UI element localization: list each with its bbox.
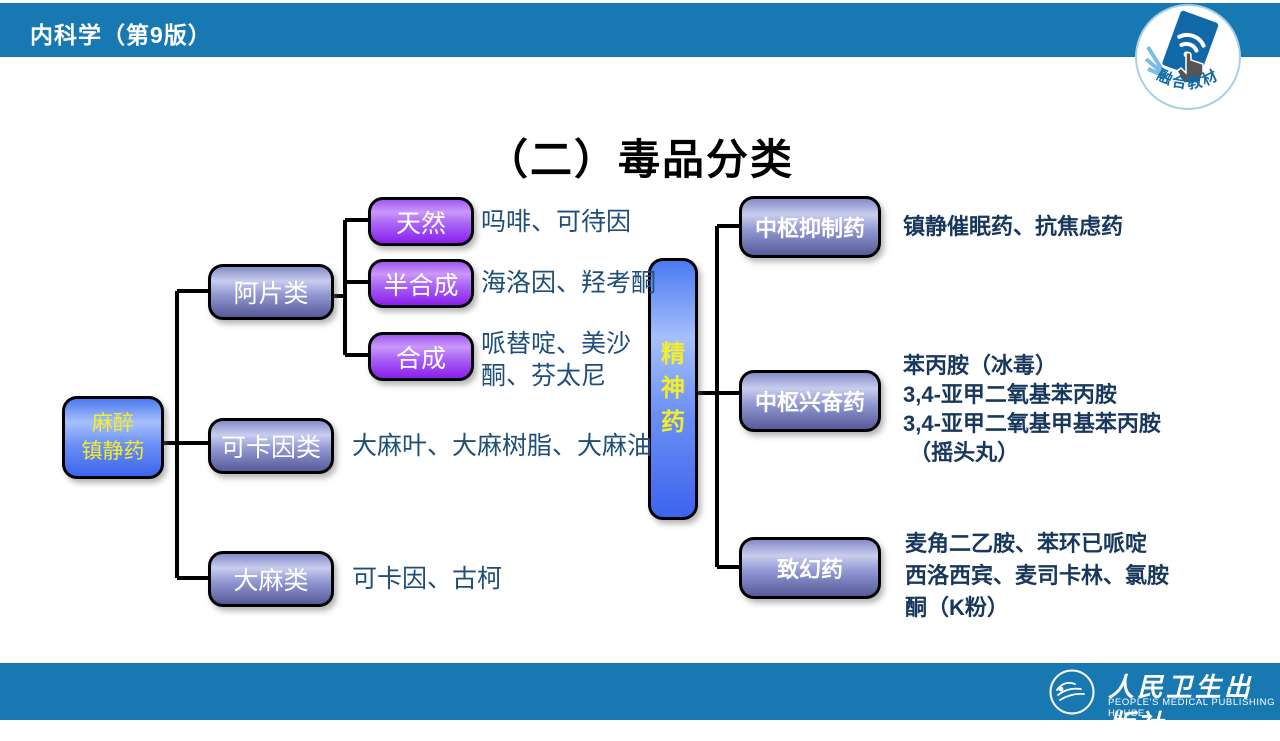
node-synthetic: 合成: [368, 332, 474, 381]
fusion-logo: 融合教材: [1134, 3, 1242, 118]
publisher-logo-icon: [1048, 668, 1096, 721]
examples-hallucinogen: 麦角二乙胺、苯环已哌啶 西洛西宾、麦司卡林、氯胺 酮（K粉）: [905, 531, 1170, 620]
fan-icon: [1144, 45, 1168, 79]
node-cns-depressant-label: 中枢抑制药: [754, 216, 865, 241]
examples-cannabis: 可卡因、古柯: [352, 565, 503, 593]
node-cns-stimulant: 中枢兴奋药: [739, 370, 881, 432]
node-cns-depressant: 中枢抑制药: [739, 196, 881, 258]
footer-bar: [0, 663, 1280, 720]
node-cannabis-label: 大麻类: [233, 567, 309, 595]
node-psychotropic: 精 神 药: [648, 258, 698, 520]
node-natural-label: 天然: [395, 209, 446, 238]
examples-cocaine: 大麻叶、大麻树脂、大麻油: [352, 432, 653, 460]
node-cannabis: 大麻类: [208, 551, 334, 607]
node-cns-stimulant-label: 中枢兴奋药: [754, 390, 865, 415]
hand-cursor-icon: [1176, 51, 1204, 84]
page-title: （二）毒品分类: [485, 136, 794, 183]
node-semisynthetic-label: 半合成: [383, 271, 459, 300]
book-title: 内科学（第9版）: [30, 22, 212, 48]
fusion-logo-svg: 融合教材: [1135, 4, 1241, 110]
header-bar: [0, 3, 1280, 57]
node-anesthetic-sedative-label: 麻醉 镇静药: [81, 412, 145, 463]
node-hallucinogen-label: 致幻药: [776, 557, 843, 582]
node-opioid-label: 阿片类: [233, 280, 309, 308]
node-hallucinogen: 致幻药: [739, 537, 881, 599]
node-opioid: 阿片类: [208, 264, 334, 320]
node-semisynthetic: 半合成: [368, 259, 474, 308]
examples-depressant: 镇静催眠药、抗焦虑药: [903, 214, 1124, 239]
connector-lines: [162, 218, 739, 580]
node-natural: 天然: [368, 197, 474, 246]
node-anesthetic-sedative: 麻醉 镇静药: [62, 396, 164, 479]
examples-natural: 吗啡、可待因: [481, 208, 632, 236]
book-icon: [1162, 10, 1219, 78]
slide: { "colors": { "bar_blue": "#1878b2", "an…: [0, 3, 1280, 721]
node-cocaine-label: 可卡因类: [220, 434, 321, 462]
examples-semisynthetic: 海洛因、羟考酮: [481, 269, 657, 297]
node-cocaine: 可卡因类: [208, 418, 334, 474]
examples-stimulant: 苯丙胺（冰毒） 3,4-亚甲二氧基苯丙胺 3,4-亚甲二氧基甲基苯丙胺 （摇头丸…: [903, 353, 1161, 465]
publisher-name-en: PEOPLE'S MEDICAL PUBLISHING HOUSE: [1108, 697, 1276, 719]
node-psychotropic-label: 精 神 药: [661, 341, 685, 436]
examples-synthetic: 哌替啶、美沙 酮、芬太尼: [481, 330, 632, 390]
node-synthetic-label: 合成: [395, 344, 446, 373]
